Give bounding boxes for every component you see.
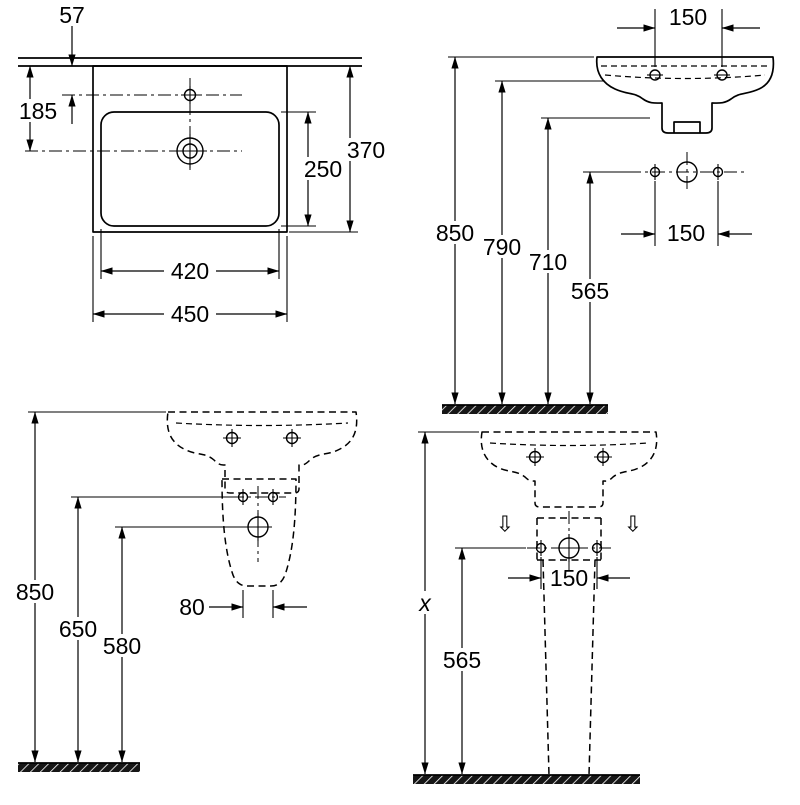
dim-150-mid: 150 — [621, 181, 752, 246]
dim-790: 790 — [478, 80, 605, 405]
floor-front-right — [413, 774, 640, 784]
floor-hatch — [442, 405, 608, 414]
dim-label-370: 370 — [347, 137, 385, 163]
label-backing — [341, 138, 391, 161]
dim-label-850: 850 — [436, 220, 474, 246]
front-view-semi-pedestal: 850 650 580 80 — [11, 411, 358, 772]
dim-850-front: 850 — [11, 411, 166, 763]
dim-650: 650 — [54, 496, 235, 763]
pedestal-tap-hole — [244, 513, 272, 541]
fixing-hole-right — [714, 69, 730, 81]
fixing-hole-left — [647, 69, 663, 81]
dim-label-150-top: 150 — [669, 4, 707, 30]
dim-label-420: 420 — [171, 258, 209, 284]
dim-label-185: 185 — [19, 98, 57, 124]
dim-label-650: 650 — [59, 616, 97, 642]
fixing-hole — [181, 86, 199, 104]
hidden-rim-curve — [489, 442, 649, 447]
dim-label-150-mid: 150 — [667, 220, 705, 246]
pedestal-column-right — [588, 559, 596, 776]
floor-rear — [442, 404, 608, 414]
dim-565-rear: 565 — [566, 171, 628, 405]
down-arrow-icon: ⇩ — [496, 513, 514, 538]
dim-150-top: 150 — [617, 4, 760, 67]
label-backing — [13, 99, 63, 122]
pedestal-holes — [527, 534, 611, 562]
pedestal-outline — [536, 517, 602, 776]
basin-rear-outline — [595, 56, 775, 134]
dim-label-150: 150 — [550, 565, 588, 591]
dim-370: 370 — [289, 65, 391, 233]
dim-label-80: 80 — [179, 594, 205, 620]
dim-185: 185 — [13, 65, 63, 152]
rear-view: 150 150 850 790 — [431, 4, 775, 414]
floor-front-left — [18, 762, 140, 772]
label-backing — [438, 648, 486, 671]
dim-label-710: 710 — [529, 249, 567, 275]
dim-80: 80 — [179, 590, 307, 620]
label-backing — [98, 634, 146, 657]
basin-fixing-holes — [223, 429, 301, 447]
dim-label-450: 450 — [171, 301, 209, 327]
dim-850-rear: 850 — [431, 56, 594, 405]
dim-label-565: 565 — [443, 647, 481, 673]
label-backing — [566, 279, 614, 302]
pedestal-fixing-holes — [231, 489, 286, 505]
dim-label-790: 790 — [483, 234, 521, 260]
down-arrow-icon: ⇩ — [624, 513, 642, 538]
label-backing — [164, 259, 216, 282]
label-backing — [408, 591, 442, 614]
label-backing — [11, 580, 59, 603]
dim-565-front: 565 — [438, 547, 526, 775]
label-backing — [54, 617, 102, 640]
label-backing — [297, 157, 349, 180]
dim-label-250: 250 — [304, 156, 342, 182]
pedestal-column-left — [542, 559, 550, 776]
basin-outline — [92, 65, 288, 233]
floor-hatch — [18, 763, 140, 772]
tap-hole-row — [628, 152, 748, 192]
hidden-rim-curve — [175, 422, 349, 427]
dim-label-x: x — [418, 590, 432, 616]
dim-450: 450 — [92, 236, 288, 327]
semi-pedestal-outline — [221, 478, 297, 587]
label-backing — [431, 221, 479, 244]
wall-line — [18, 57, 362, 67]
plan-view: 57 185 250 370 420 — [13, 2, 391, 327]
dim-710: 710 — [524, 117, 650, 405]
dim-label-850: 850 — [16, 579, 54, 605]
floor-hatch — [413, 775, 640, 784]
dim-420: 420 — [100, 229, 280, 284]
drain-notch — [673, 121, 701, 133]
basin-front-outline — [480, 431, 658, 508]
dim-57: 57 — [59, 2, 85, 124]
tap-hole — [173, 134, 207, 168]
dim-150-front: 150 — [508, 557, 630, 591]
basin-fixing-holes — [526, 448, 612, 466]
label-backing — [164, 302, 216, 325]
label-backing — [478, 235, 526, 258]
dim-label-580: 580 — [103, 633, 141, 659]
dim-x: x — [408, 431, 479, 775]
hidden-rim-curve — [604, 74, 766, 80]
tap-hole-circle — [676, 161, 698, 183]
dim-250: 250 — [281, 111, 349, 227]
dim-label-565: 565 — [571, 278, 609, 304]
front-view-pedestal: ⇩ ⇩ x — [408, 431, 658, 784]
dim-580: 580 — [98, 526, 245, 763]
label-backing — [524, 250, 572, 273]
dim-label-57: 57 — [59, 2, 85, 28]
